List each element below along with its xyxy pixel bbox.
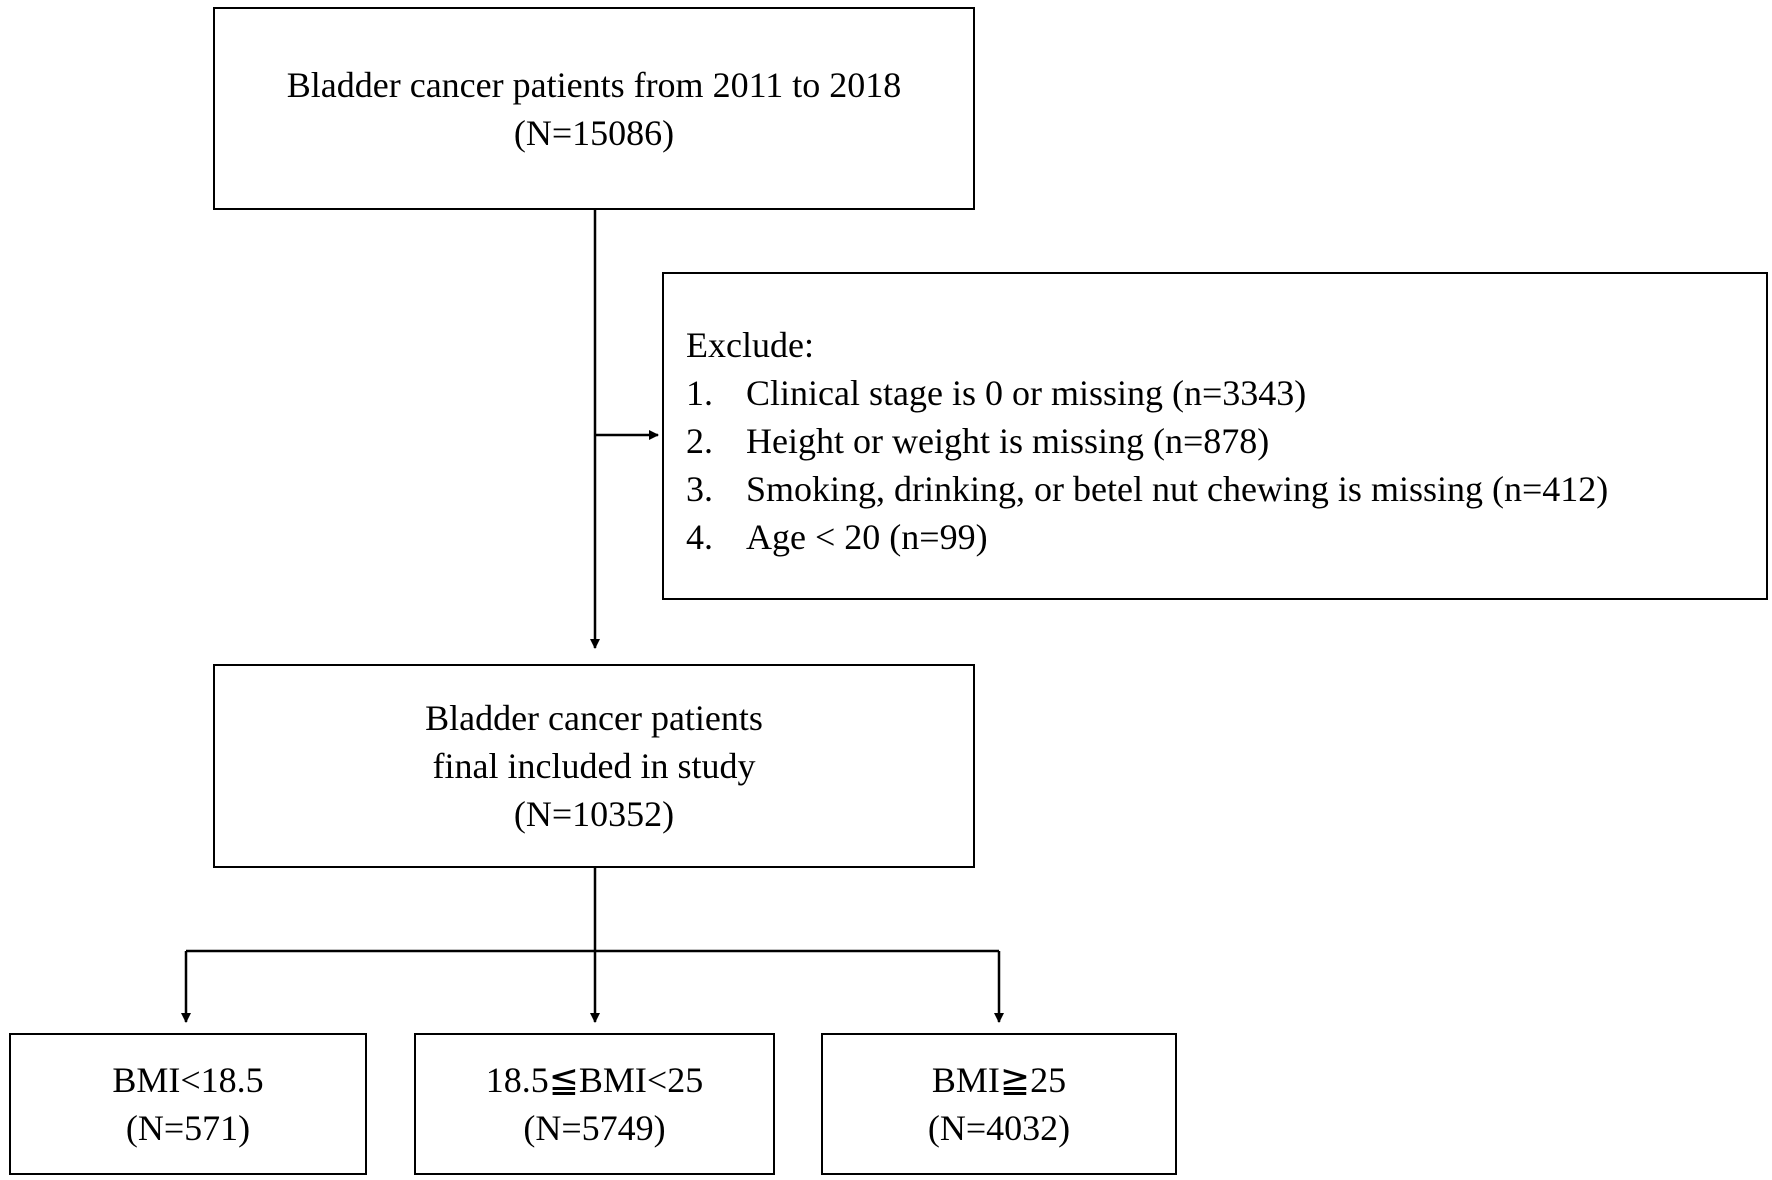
group-box-2: 18.5≦BMI<25 (N=5749) (414, 1033, 775, 1175)
exclude-item: 2. Height or weight is missing (n=878) (686, 417, 1269, 465)
exclude-title: Exclude: (686, 325, 814, 365)
exclude-item-text: Height or weight is missing (n=878) (746, 421, 1270, 461)
exclude-item: 1. Clinical stage is 0 or missing (n=334… (686, 369, 1306, 417)
group-box-1: BMI<18.5 (N=571) (9, 1033, 367, 1175)
final-box: Bladder cancer patients final included i… (213, 664, 975, 868)
exclude-item-number: 2. (686, 421, 713, 461)
group-count: (N=571) (125, 1108, 251, 1148)
exclude-item: 3. Smoking, drinking, or betel nut chewi… (686, 465, 1608, 513)
top-box-line1: Bladder cancer patients from 2011 to 201… (286, 64, 902, 105)
exclude-item-text: Age < 20 (n=99) (746, 517, 988, 557)
exclude-item-number: 3. (686, 469, 713, 509)
exclude-item-number: 1. (686, 373, 713, 413)
group-count: (N=4032) (927, 1108, 1071, 1148)
top-box: Bladder cancer patients from 2011 to 201… (213, 7, 975, 210)
group-box-3: BMI≧25 (N=4032) (821, 1033, 1177, 1175)
final-box-line3: (N=10352) (513, 794, 675, 834)
top-box-line2: (N=15086) (513, 112, 675, 153)
final-box-line1: Bladder cancer patients (425, 698, 763, 738)
group-label: BMI≧25 (931, 1060, 1067, 1100)
exclude-item: 4. Age < 20 (n=99) (686, 513, 988, 561)
exclude-item-text: Smoking, drinking, or betel nut chewing … (746, 469, 1609, 509)
exclude-item-text: Clinical stage is 0 or missing (n=3343) (746, 373, 1307, 413)
group-label: 18.5≦BMI<25 (485, 1060, 704, 1100)
exclude-item-number: 4. (686, 517, 713, 557)
exclude-box: Exclude: 1. Clinical stage is 0 or missi… (662, 272, 1768, 600)
group-label: BMI<18.5 (112, 1060, 264, 1100)
group-count: (N=5749) (523, 1108, 666, 1148)
final-box-line2: final included in study (432, 746, 756, 786)
